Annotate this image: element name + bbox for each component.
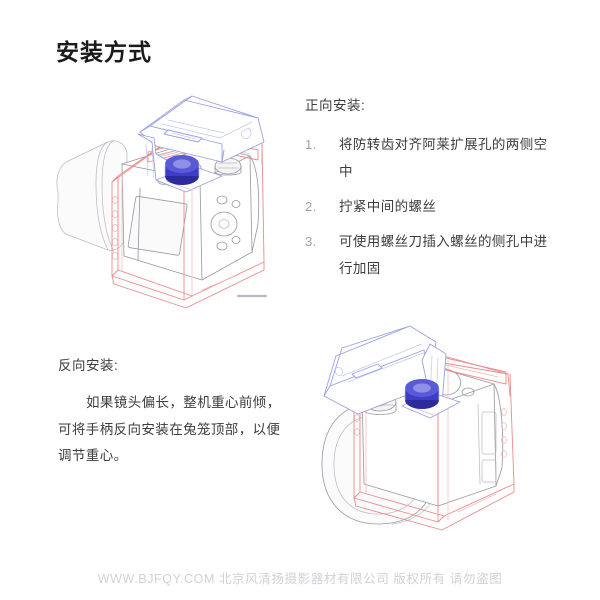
step-text: 将防转齿对齐阿莱扩展孔的两侧空中 — [339, 137, 548, 179]
list-item: 2. 拧紧中间的螺丝 — [305, 194, 555, 220]
step-text: 可使用螺丝刀插入螺丝的侧孔中进行加固 — [339, 234, 548, 276]
forward-mount-instructions: 正向安装: 1. 将防转齿对齐阿莱扩展孔的两侧空中 2. 拧紧中间的螺丝 3. … — [305, 96, 555, 291]
step-number: 1. — [305, 137, 317, 153]
footer-watermark: WWW.BJFQY.COM 北京风清扬摄影器材有限公司 版权所有 请勿盗图 — [97, 572, 503, 586]
list-item: 1. 将防转齿对齐阿莱扩展孔的两侧空中 — [305, 132, 555, 185]
lock-knob-illustration — [164, 155, 200, 185]
step-number: 2. — [305, 198, 317, 214]
reverse-mount-instructions: 反向安装: 如果镜头偏长，整机重心前倾，可将手柄反向安装在兔笼顶部，以便调节重心… — [58, 356, 286, 469]
step-number: 3. — [305, 234, 317, 250]
list-item: 3. 可使用螺丝刀插入螺丝的侧孔中进行加固 — [305, 229, 555, 282]
forward-steps-list: 1. 将防转齿对齐阿莱扩展孔的两侧空中 2. 拧紧中间的螺丝 3. 可使用螺丝刀… — [305, 132, 555, 282]
reverse-paragraph: 如果镜头偏长，整机重心前倾，可将手柄反向安装在兔笼顶部，以便调节重心。 — [58, 395, 281, 463]
figure-forward-mount — [52, 84, 302, 314]
lens-illustration — [56, 139, 128, 253]
figure-reverse-mount — [318, 308, 568, 531]
step-text: 拧紧中间的螺丝 — [339, 198, 437, 214]
reverse-heading: 反向安装: — [58, 358, 119, 373]
forward-heading: 正向安装: — [305, 98, 366, 113]
lock-knob-illustration-2 — [404, 379, 440, 409]
page-title: 安装方式 — [56, 39, 152, 65]
